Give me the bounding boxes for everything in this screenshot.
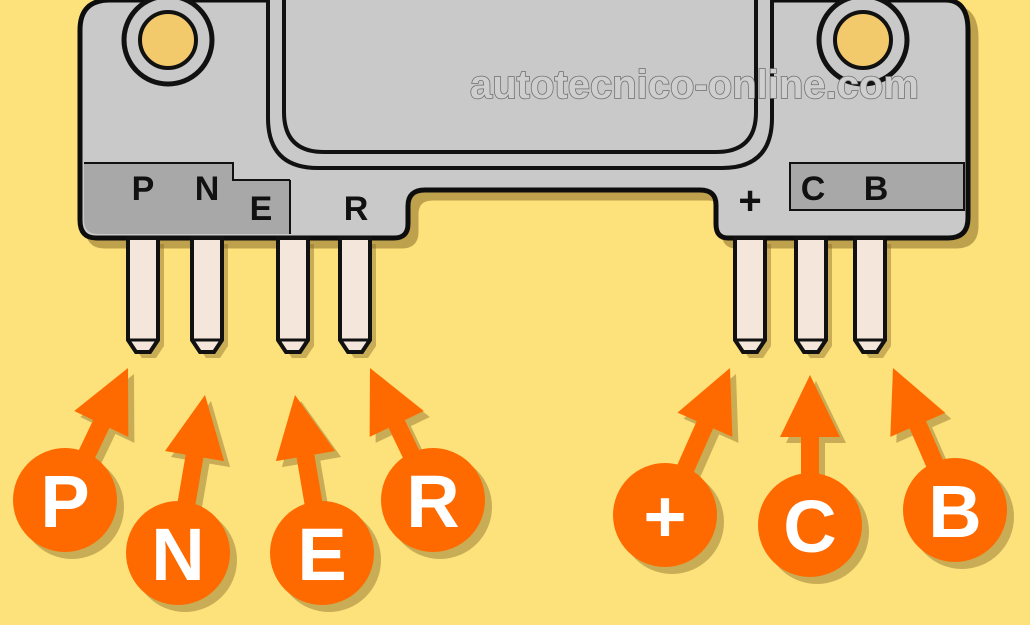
module-label-B: B [864,170,889,208]
callout-plus: + [613,368,739,574]
callout-arrow-N [164,395,225,516]
callout-arrow-P [74,368,129,468]
callouts: PN ER + C B [13,368,1014,612]
callout-bubble-C [758,473,862,577]
module-label-P: P [132,170,155,208]
callout-label-E: E [297,513,346,596]
pin-R [338,236,372,354]
callout-bubble-plus [613,463,717,567]
module-label-C: C [801,170,826,208]
pins [126,236,891,358]
watermark-text: autotecnico-online.com [470,63,919,107]
pin-C [794,236,828,354]
mounting-hole-left [121,0,215,87]
pin-E [276,236,310,354]
module-label-R: R [344,190,369,228]
callout-arrow-E [275,395,336,516]
callout-C: C [758,375,869,584]
label-strip-right [789,162,965,211]
callout-label-N: N [151,513,204,596]
label-strip-left-step [84,162,290,181]
pin-plus [733,236,767,354]
callout-R: R [369,368,492,559]
callout-bubble-P [13,448,117,552]
module-center-panel-inner [282,0,758,154]
callout-arrow-R [369,368,424,468]
callout-B: B [890,368,1014,569]
callout-label-B: B [928,470,981,553]
mounting-hole-right [816,0,910,87]
module-label-N: N [195,170,220,208]
pin-P [126,236,160,354]
callout-label-C: C [783,485,836,568]
callout-arrow-C [780,375,840,485]
callout-label-R: R [406,460,459,543]
pin-N [190,236,224,354]
callout-arrow-B [890,368,948,477]
callout-N: N [126,395,237,612]
pin-B [853,236,887,354]
module-label-E: E [250,190,273,228]
callout-P: P [13,368,135,559]
callout-bubble-N [126,501,230,605]
callout-bubble-B [903,458,1007,562]
callout-arrow-plus [672,368,733,483]
callout-bubble-E [270,501,374,605]
callout-bubble-R [381,448,485,552]
module-label-plus: + [738,179,761,223]
callout-label-P: P [40,460,89,543]
callout-E: E [270,395,381,612]
callout-label-plus: + [643,475,686,558]
